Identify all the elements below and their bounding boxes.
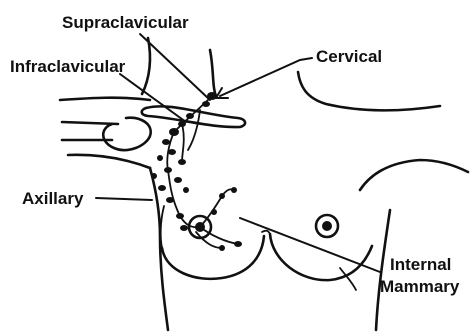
label-internal-mammary-line2: Mammary [380,277,460,296]
label-internal-mammary-line1: Internal [390,255,451,274]
label-cervical: Cervical [316,47,382,66]
leader-lines [96,34,380,272]
label-infraclavicular: Infraclavicular [10,57,126,76]
label-axillary: Axillary [22,189,84,208]
label-supraclavicular: Supraclavicular [62,13,189,32]
